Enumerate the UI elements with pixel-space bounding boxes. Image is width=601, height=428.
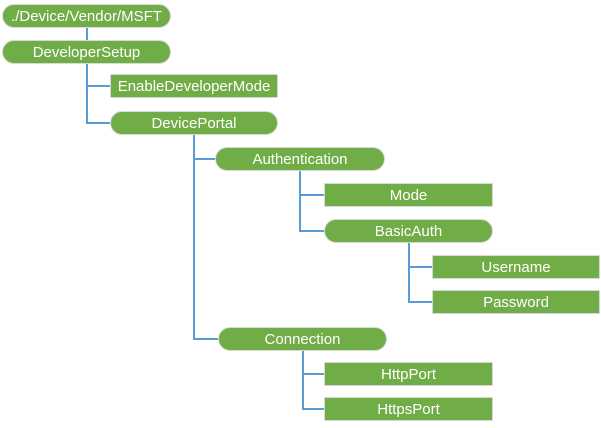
connector-line <box>194 158 215 160</box>
tree-node-mode: Mode <box>324 183 493 207</box>
connector-line <box>300 194 324 196</box>
tree-node-basic-auth: BasicAuth <box>324 219 493 243</box>
connector-line <box>194 338 218 340</box>
connector-line <box>87 85 110 87</box>
tree-node-http-port: HttpPort <box>324 362 493 386</box>
connector-line <box>303 373 324 375</box>
tree-node-root: ./Device/Vendor/MSFT <box>2 4 171 28</box>
connector-line <box>86 64 88 124</box>
tree-node-https-port: HttpsPort <box>324 397 493 421</box>
connector-line <box>299 171 301 232</box>
connector-line <box>409 266 432 268</box>
tree-node-connection: Connection <box>218 327 387 351</box>
connector-line <box>408 243 410 303</box>
connector-line <box>87 122 110 124</box>
connector-line <box>300 230 324 232</box>
connector-line <box>409 301 432 303</box>
connector-line <box>302 351 304 410</box>
tree-node-enable-developer-mode: EnableDeveloperMode <box>110 74 278 98</box>
tree-node-password: Password <box>432 290 600 314</box>
tree-node-username: Username <box>432 255 600 279</box>
connector-line <box>193 135 195 340</box>
connector-line <box>86 28 88 40</box>
connector-line <box>303 408 324 410</box>
tree-node-authentication: Authentication <box>215 147 385 171</box>
tree-node-developer-setup: DeveloperSetup <box>2 40 171 64</box>
tree-node-device-portal: DevicePortal <box>110 111 278 135</box>
